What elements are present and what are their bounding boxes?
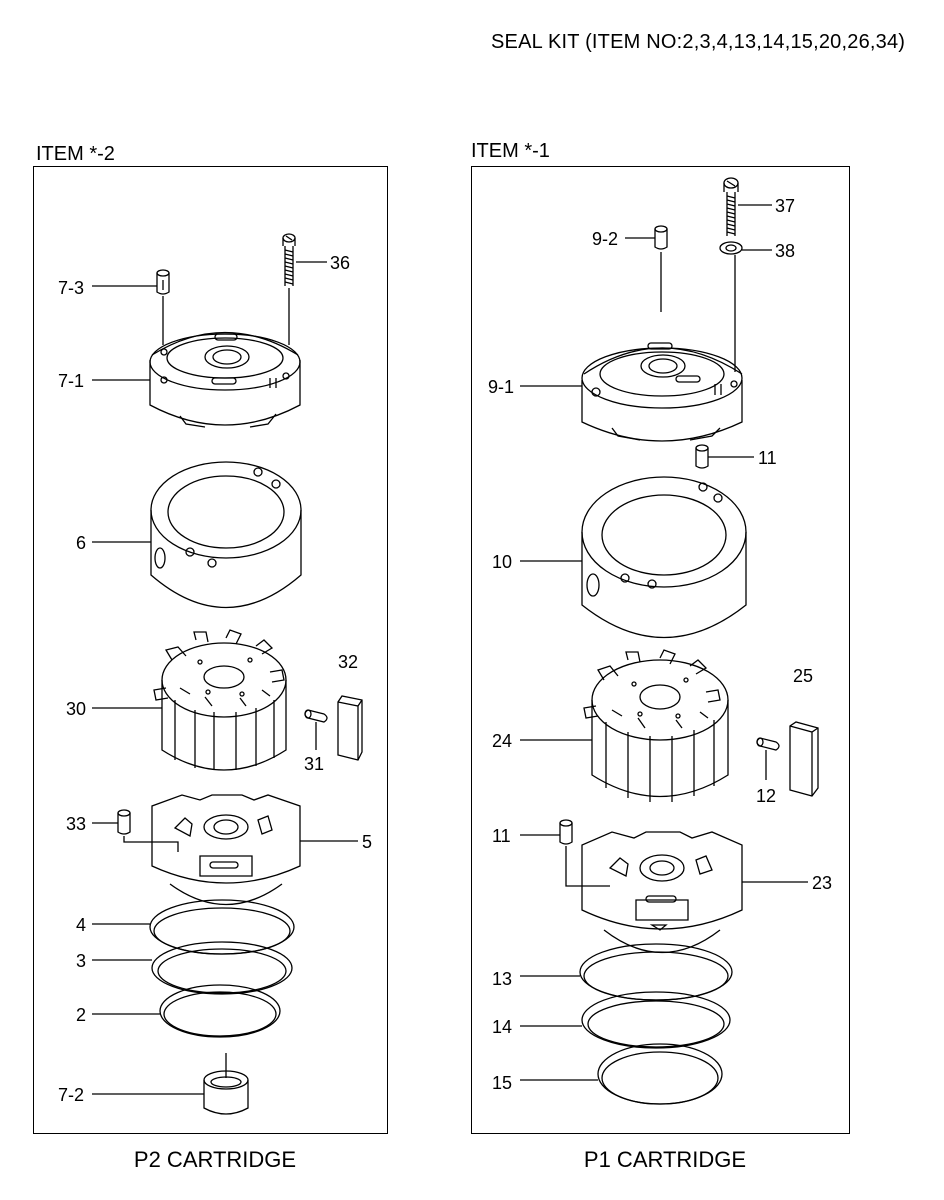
- callout-36: 36: [330, 253, 350, 273]
- callout-30: 30: [66, 699, 86, 719]
- left-panel-frame: [33, 166, 388, 1134]
- part-32-vane: [337, 695, 363, 761]
- callout-9-2: 9-2: [592, 229, 618, 249]
- part-15-seal-ring: [597, 1043, 723, 1105]
- part-12-pin: [756, 737, 780, 751]
- callout-9-1: 9-1: [488, 377, 514, 397]
- callout-5: 5: [362, 832, 372, 852]
- part-30-rotor: [153, 629, 287, 771]
- part-5-port-plate: [151, 794, 301, 906]
- callout-6: 6: [76, 533, 86, 553]
- part-38-washer: [719, 241, 743, 255]
- right-caption: P1 CARTRIDGE: [583, 1147, 747, 1172]
- callout-7-3: 7-3: [58, 278, 84, 298]
- part-6-ring: [150, 461, 302, 609]
- part-23-port-plate: [581, 831, 743, 954]
- part-7-3-pin: [156, 269, 170, 295]
- part-31-pin: [304, 709, 328, 723]
- part-25-vane: [789, 721, 819, 797]
- callout-38: 38: [775, 241, 795, 261]
- part-10-ring: [581, 476, 747, 639]
- callout-2: 2: [76, 1005, 86, 1025]
- part-24-rotor: [583, 649, 729, 802]
- callout-14: 14: [492, 1017, 512, 1037]
- part-14-seal-ring: [581, 991, 731, 1049]
- callout-7-1: 7-1: [58, 371, 84, 391]
- callout-33: 33: [66, 814, 86, 834]
- part-9-2-pin: [654, 225, 668, 250]
- leader-33-to-5: [123, 836, 179, 852]
- leader-11-lower-to-23: [565, 846, 610, 887]
- part-7-1-cover: [149, 331, 301, 428]
- callout-15: 15: [492, 1073, 512, 1093]
- callout-25: 25: [793, 666, 813, 686]
- callout-24: 24: [492, 731, 512, 751]
- callout-13: 13: [492, 969, 512, 989]
- part-3-seal-ring: [151, 941, 293, 995]
- left-caption: P2 CARTRIDGE: [133, 1147, 297, 1172]
- part-36-bolt: [282, 233, 296, 286]
- part-11-pin-upper: [695, 444, 709, 469]
- callout-10: 10: [492, 552, 512, 572]
- callout-23: 23: [812, 873, 832, 893]
- callout-11-upper: 11: [758, 448, 777, 468]
- callout-32: 32: [338, 652, 358, 672]
- part-11-pin-lower: [559, 819, 573, 845]
- part-13-seal-ring: [579, 943, 733, 1001]
- callout-11-lower: 11: [492, 826, 511, 846]
- right-panel-frame: [471, 166, 850, 1134]
- callout-7-2: 7-2: [58, 1085, 84, 1105]
- left-item-title: ITEM *-2: [36, 143, 115, 165]
- part-37-bolt: [723, 177, 739, 236]
- part-2-seal-ring: [159, 984, 281, 1038]
- seal-kit-note: SEAL KIT (ITEM NO:2,3,4,13,14,15,20,26,3…: [491, 31, 906, 53]
- callout-4: 4: [76, 915, 86, 935]
- part-4-seal-ring: [149, 899, 295, 955]
- callout-31: 31: [304, 754, 324, 774]
- callout-12: 12: [756, 786, 776, 806]
- part-7-2-bushing: [203, 1070, 249, 1115]
- right-item-title: ITEM *-1: [471, 140, 550, 162]
- part-33-pin: [117, 809, 131, 835]
- part-9-1-cover: [581, 342, 743, 442]
- callout-3: 3: [76, 951, 86, 971]
- callout-37: 37: [775, 196, 795, 216]
